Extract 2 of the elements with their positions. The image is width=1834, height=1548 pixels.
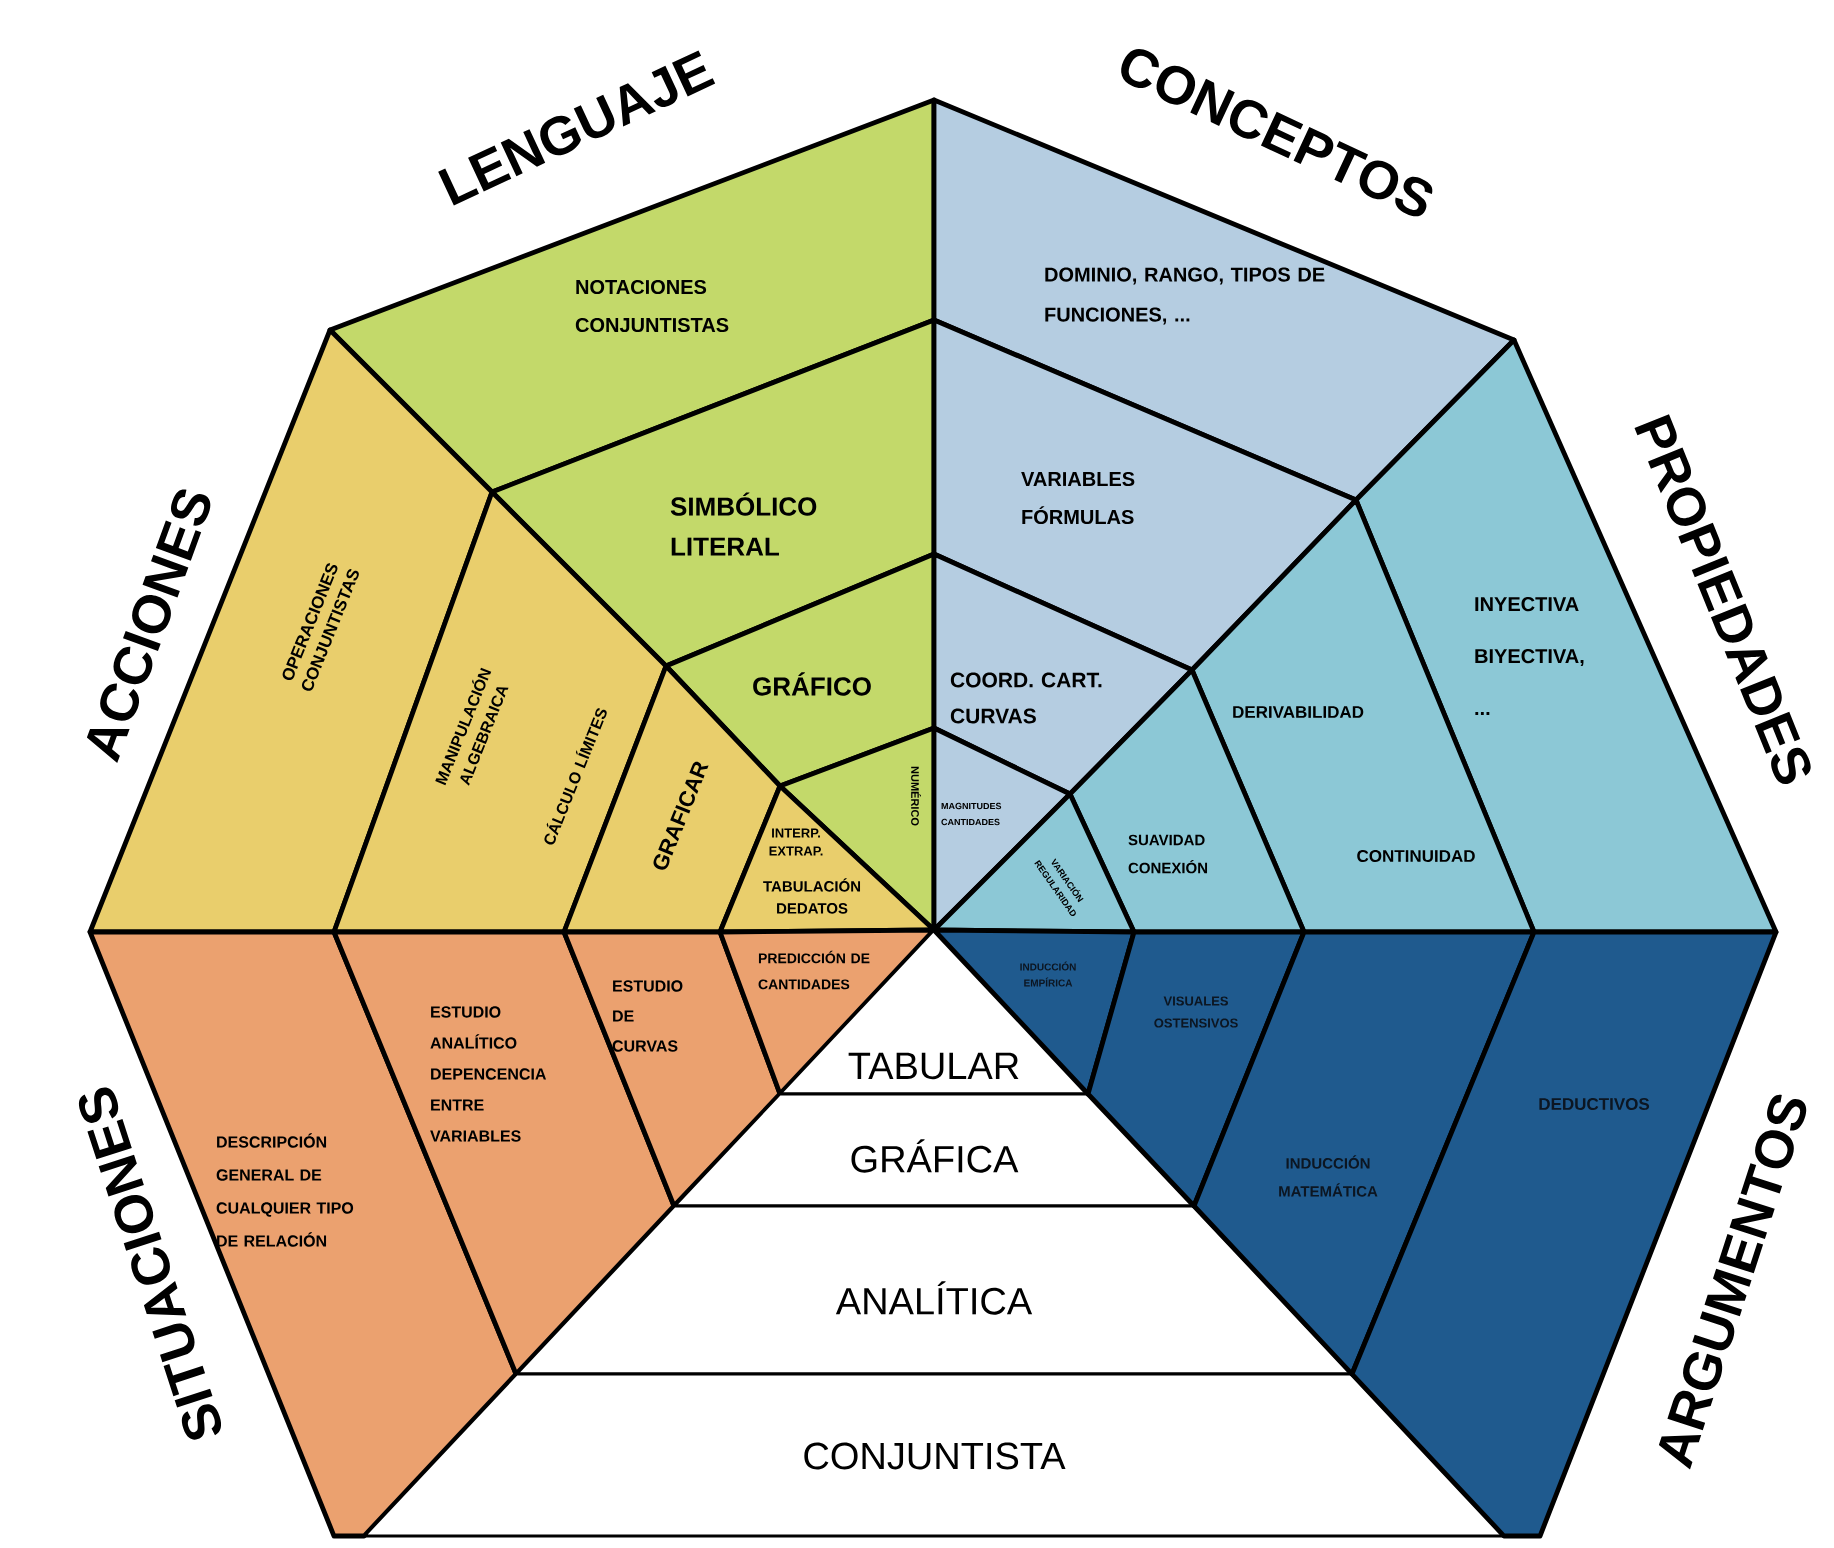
segment: GRÁFICA [673, 1092, 1195, 1208]
segment: CONJUNTISTA [362, 1372, 1506, 1538]
